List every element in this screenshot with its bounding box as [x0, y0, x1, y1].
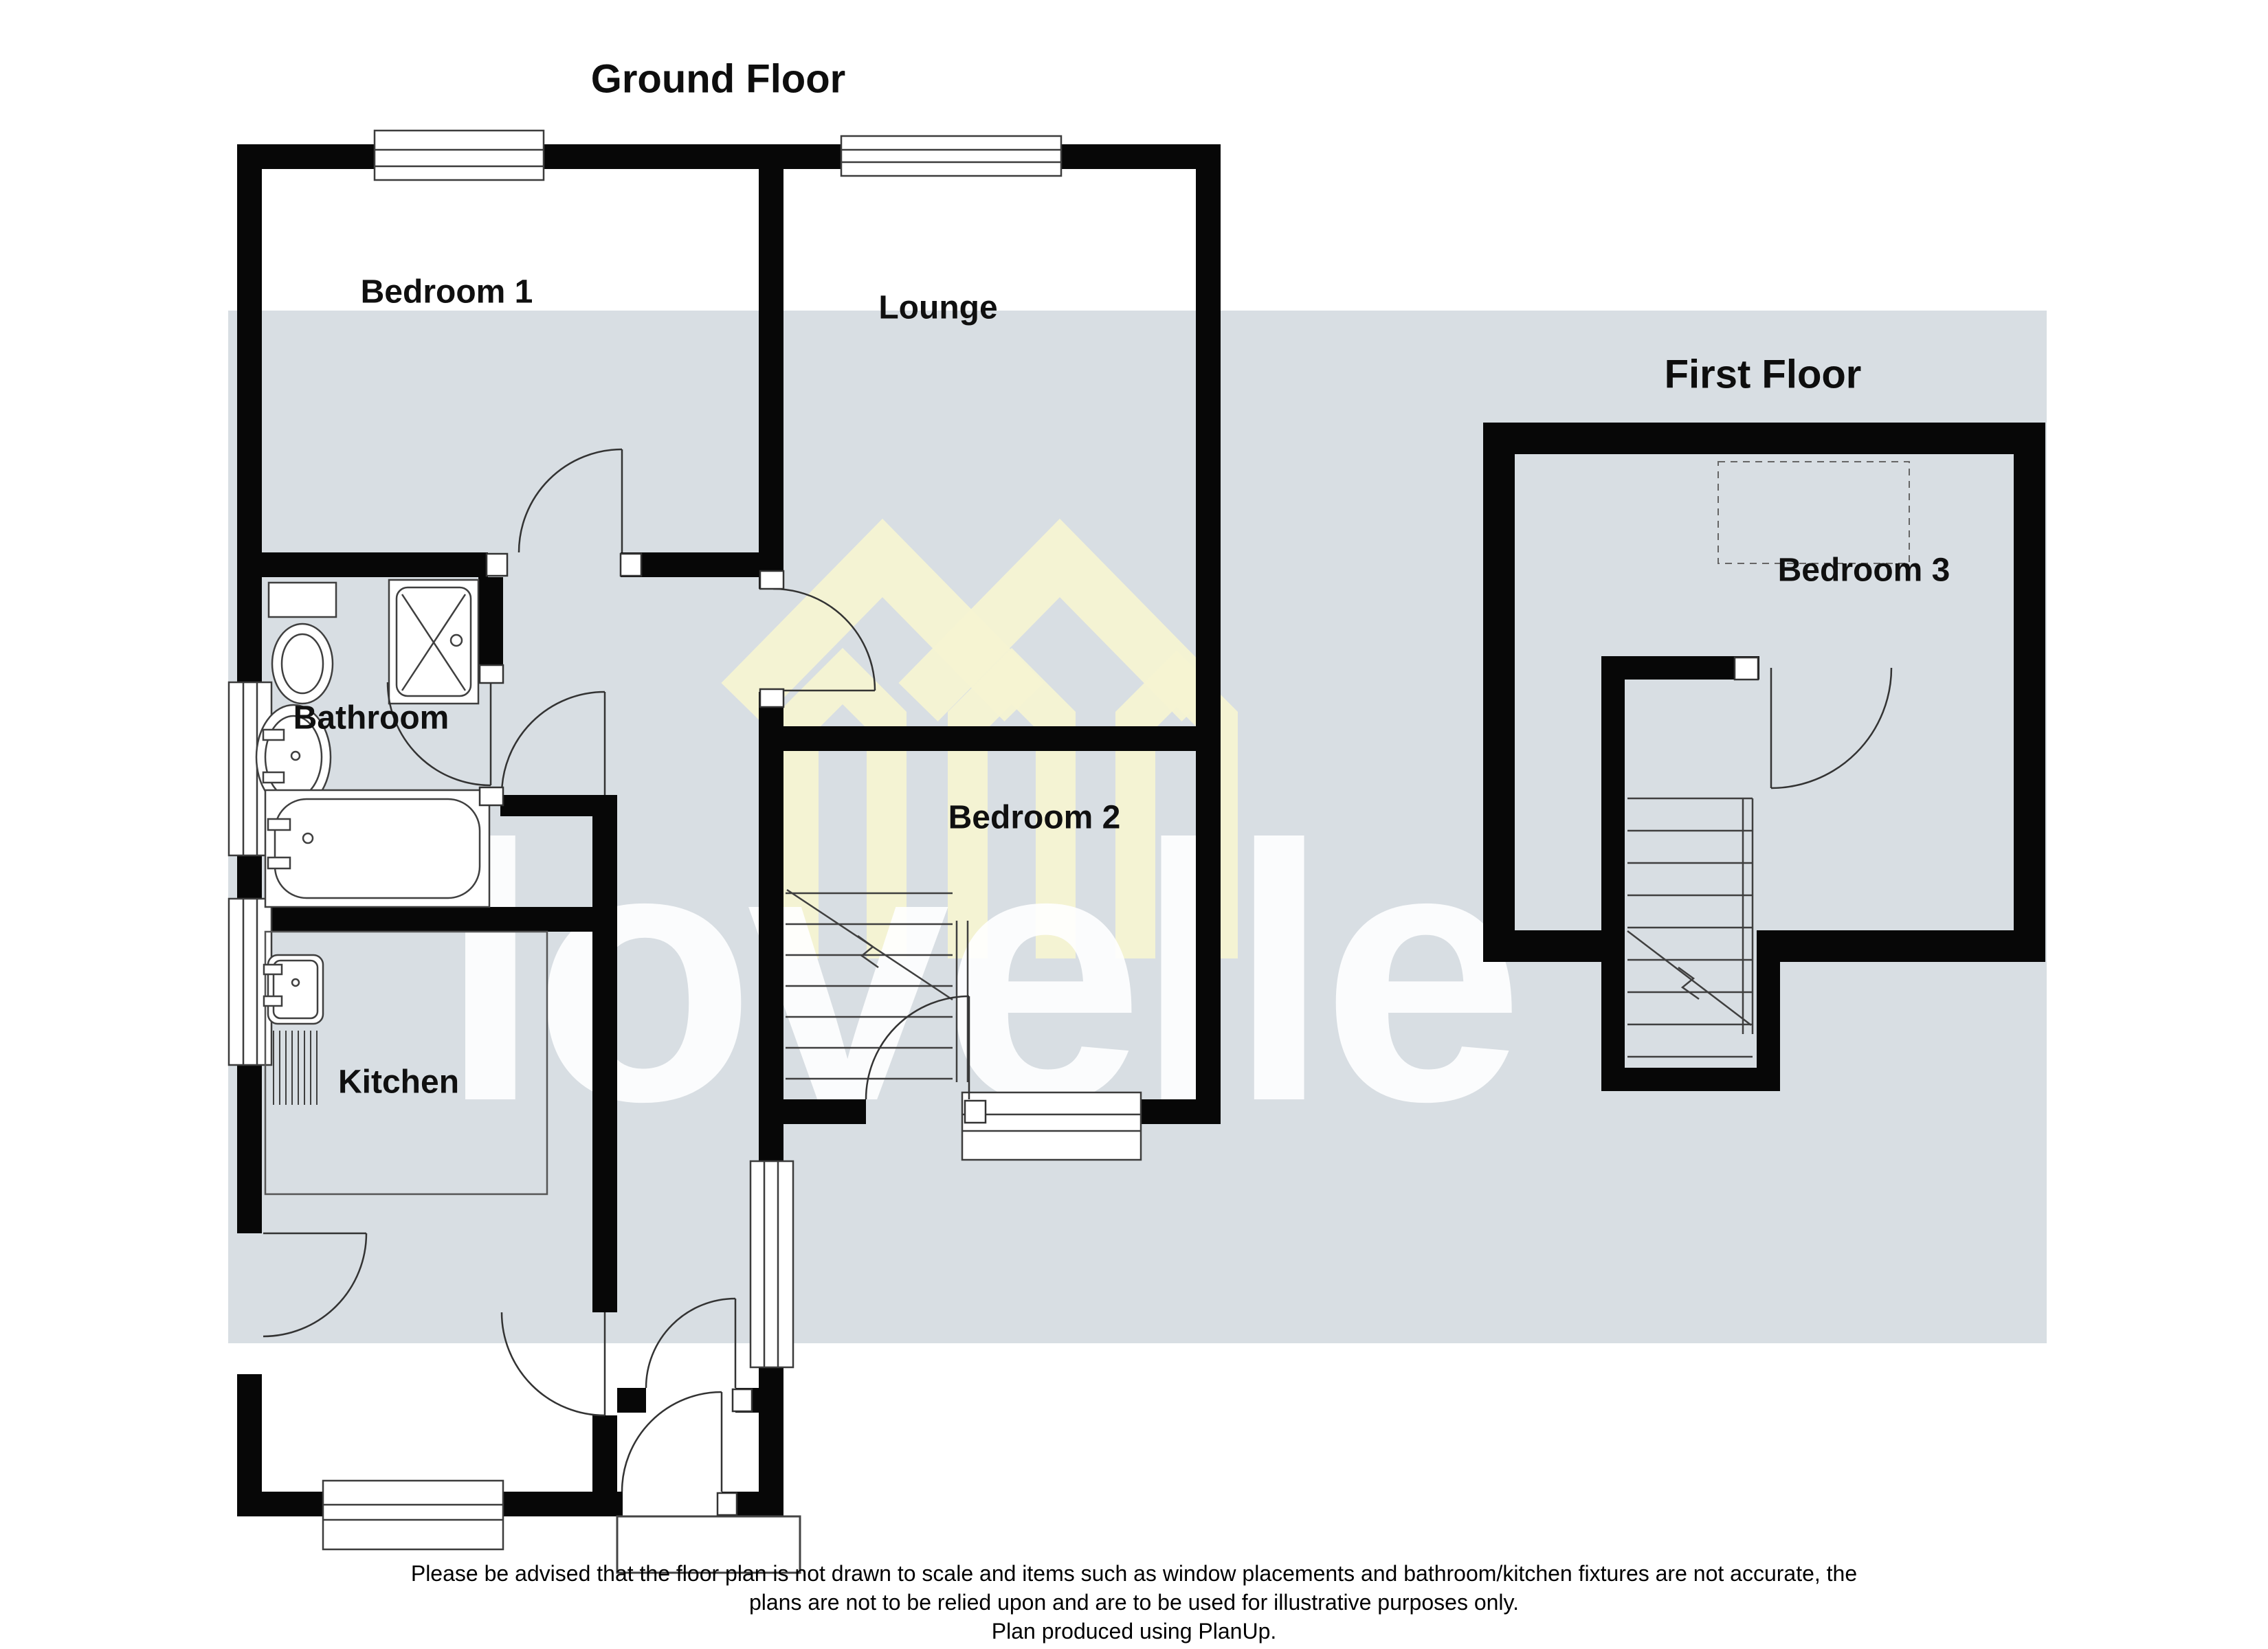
door-arc	[621, 1391, 723, 1492]
window	[227, 897, 273, 1066]
room-label-bedroom3: Bedroom 3	[1777, 552, 1950, 589]
wall	[759, 169, 783, 589]
door-arc	[500, 1312, 606, 1417]
first-floor-plan	[1483, 423, 2045, 1091]
window	[840, 135, 1063, 177]
wall	[621, 552, 759, 577]
bathtub-icon	[264, 789, 491, 908]
wall	[262, 552, 488, 577]
room-label-bathroom: Bathroom	[293, 699, 449, 737]
window	[373, 129, 545, 181]
room-label-kitchen: Kitchen	[337, 1064, 460, 1101]
room-label-bedroom1: Bedroom 1	[360, 273, 533, 311]
door-jambs	[478, 552, 987, 1516]
door-arc	[1770, 667, 1893, 789]
kitchen-sink-icon	[263, 954, 324, 1105]
ground-floor-windows	[227, 129, 1142, 1551]
ground-floor-doors	[263, 448, 970, 1492]
wall	[1483, 423, 1515, 962]
stairs-icon	[1627, 797, 1754, 1058]
door-jamb	[1733, 656, 1759, 681]
kitchen-counter	[264, 930, 548, 1196]
door-arc	[518, 448, 623, 553]
door-arc	[772, 587, 876, 692]
porch-step	[616, 1515, 801, 1574]
room-label-bedroom2: Bedroom 2	[948, 799, 1121, 836]
wall	[759, 692, 783, 1099]
disclaimer-line-1: Please be advised that the floor plan is…	[410, 1561, 1858, 1586]
dashed-storage-outline	[1717, 461, 1910, 564]
window	[749, 1160, 794, 1369]
wall	[1757, 930, 2045, 962]
drainer-lines	[273, 1031, 318, 1105]
wall	[1483, 423, 2045, 454]
wall	[237, 907, 617, 932]
wall	[1757, 962, 1780, 1091]
window	[961, 1091, 1142, 1161]
wall	[1601, 656, 1625, 1091]
wall	[1601, 1068, 1780, 1091]
wall	[1196, 144, 1221, 1124]
disclaimer-line-3: Plan produced using PlanUp.	[991, 1619, 1277, 1644]
wall	[592, 795, 617, 1312]
wall	[2014, 423, 2045, 962]
door-arc	[386, 682, 492, 787]
door-arc	[865, 995, 970, 1100]
wall	[1483, 930, 1601, 962]
wall	[592, 1415, 617, 1492]
door-arc	[500, 691, 606, 796]
toilet-icon	[267, 581, 337, 705]
window	[322, 1479, 504, 1551]
wall	[617, 1388, 646, 1413]
ground-floor-plan	[227, 129, 1221, 1574]
door-arc	[645, 1297, 737, 1389]
house-roofs-icon	[721, 518, 1238, 958]
wall	[1601, 656, 1759, 680]
door-arc	[263, 1232, 368, 1338]
room-label-lounge: Lounge	[878, 289, 998, 326]
first-floor-title: First Floor	[1664, 352, 1862, 397]
disclaimer-line-2: plans are not to be relied upon and are …	[748, 1590, 1520, 1615]
wall	[783, 726, 1196, 751]
first-floor-walls	[1483, 423, 2045, 1091]
stairs-icon	[786, 888, 969, 1082]
shower-icon	[388, 579, 480, 705]
ground-floor-title: Ground Floor	[590, 56, 846, 102]
